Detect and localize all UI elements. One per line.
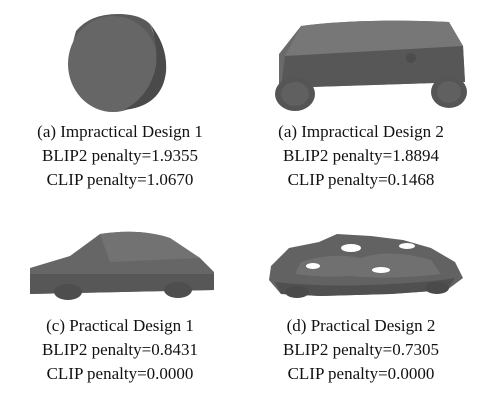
cylinder-render — [68, 14, 167, 112]
clip-penalty: CLIP penalty=0.0000 — [46, 364, 194, 383]
caption-impractical-2: (a) Impractical Design 2 BLIP2 penalty=1… — [241, 120, 481, 192]
clip-penalty: CLIP penalty=0.1468 — [287, 170, 435, 189]
caption-practical-2: (d) Practical Design 2 BLIP2 penalty=0.7… — [241, 314, 481, 386]
figure-panel-impractical-2 — [241, 6, 481, 116]
panel-label: (a) Impractical Design 2 — [278, 122, 444, 141]
blip2-penalty: BLIP2 penalty=0.8431 — [42, 340, 198, 359]
car-render — [30, 231, 214, 300]
caption-practical-1: (c) Practical Design 1 BLIP2 penalty=0.8… — [0, 314, 240, 386]
panel-label: (a) Impractical Design 1 — [37, 122, 203, 141]
caption-impractical-1: (a) Impractical Design 1 BLIP2 penalty=1… — [0, 120, 240, 192]
figure-panel-practical-1 — [0, 218, 240, 304]
figure-panel-impractical-1 — [0, 6, 240, 116]
rough-car-render — [269, 234, 463, 298]
wheeled-slab-render — [275, 20, 467, 111]
blip2-penalty: BLIP2 penalty=1.8894 — [283, 146, 439, 165]
blip2-penalty: BLIP2 penalty=1.9355 — [42, 146, 198, 165]
blip2-penalty: BLIP2 penalty=0.7305 — [283, 340, 439, 359]
panel-label: (d) Practical Design 2 — [286, 316, 436, 335]
clip-penalty: CLIP penalty=0.0000 — [287, 364, 435, 383]
figure-panel-practical-2 — [241, 218, 481, 304]
clip-penalty: CLIP penalty=1.0670 — [46, 170, 194, 189]
panel-label: (c) Practical Design 1 — [46, 316, 194, 335]
